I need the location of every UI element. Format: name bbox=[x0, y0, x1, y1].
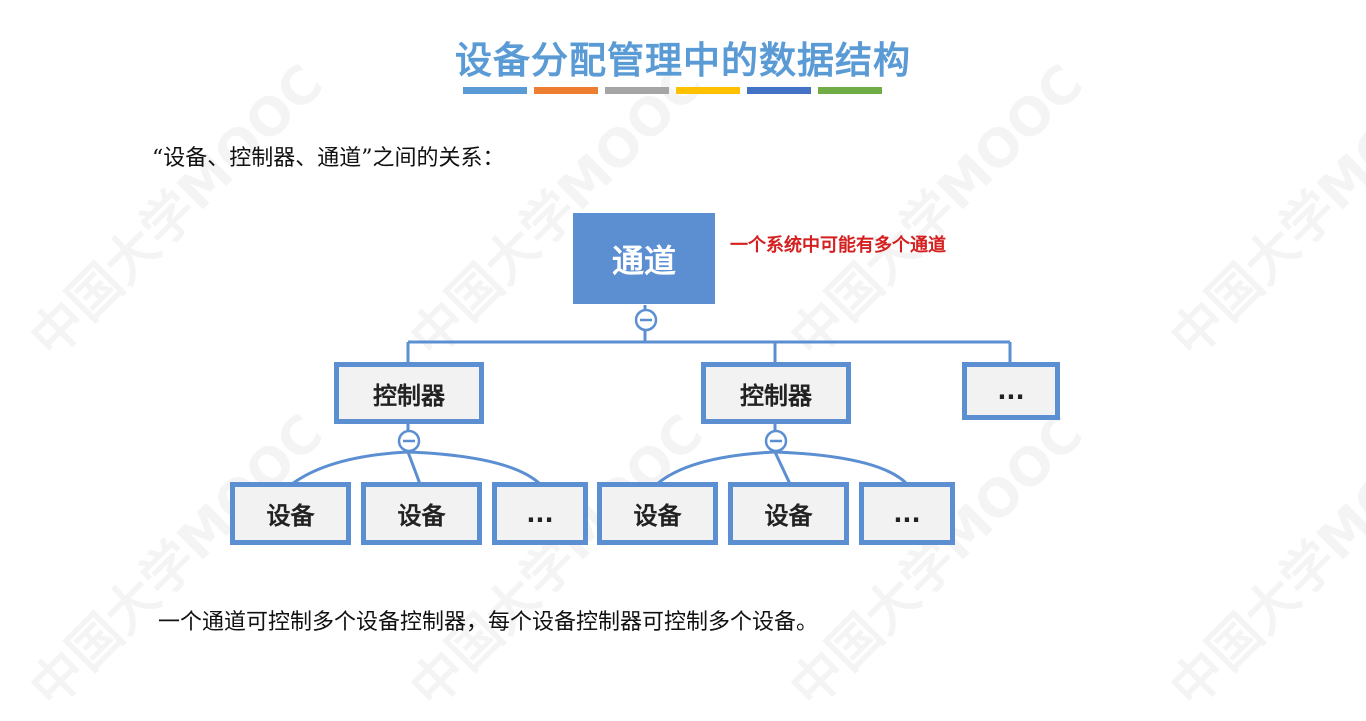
node-device: 设备 bbox=[728, 482, 849, 545]
node-device: 设备 bbox=[230, 482, 351, 545]
subtitle: “设备、控制器、通道”之间的关系： bbox=[152, 146, 505, 171]
node-label: 设备 bbox=[397, 502, 446, 530]
node-label: ... bbox=[997, 377, 1025, 405]
node-more-devices: ... bbox=[859, 482, 955, 545]
node-more-controllers: ... bbox=[962, 362, 1060, 420]
color-bar bbox=[676, 87, 740, 94]
node-controller: 控制器 bbox=[334, 362, 484, 424]
node-controller: 控制器 bbox=[701, 362, 851, 424]
node-label: 控制器 bbox=[373, 381, 445, 410]
node-device: 设备 bbox=[361, 482, 482, 545]
node-label: 控制器 bbox=[740, 381, 812, 410]
annotation-note: 一个系统中可能有多个通道 bbox=[730, 235, 946, 256]
node-label: ... bbox=[893, 499, 921, 528]
page-title: 设备分配管理中的数据结构 bbox=[455, 39, 911, 82]
node-channel: 通道 bbox=[573, 213, 715, 304]
color-bar bbox=[605, 87, 669, 94]
node-label: 通道 bbox=[611, 241, 676, 280]
node-label: ... bbox=[526, 499, 554, 528]
node-label: 设备 bbox=[764, 502, 813, 530]
caption: 一个通道可控制多个设备控制器，每个设备控制器可控制多个设备。 bbox=[158, 610, 819, 635]
node-label: 设备 bbox=[266, 502, 315, 530]
node-more-devices: ... bbox=[492, 482, 588, 545]
color-bar bbox=[818, 87, 882, 94]
node-device: 设备 bbox=[597, 482, 718, 545]
color-bar bbox=[534, 87, 598, 94]
connector-lines bbox=[291, 305, 1012, 486]
color-bar bbox=[463, 87, 527, 94]
color-bar bbox=[747, 87, 811, 94]
node-label: 设备 bbox=[633, 502, 682, 530]
